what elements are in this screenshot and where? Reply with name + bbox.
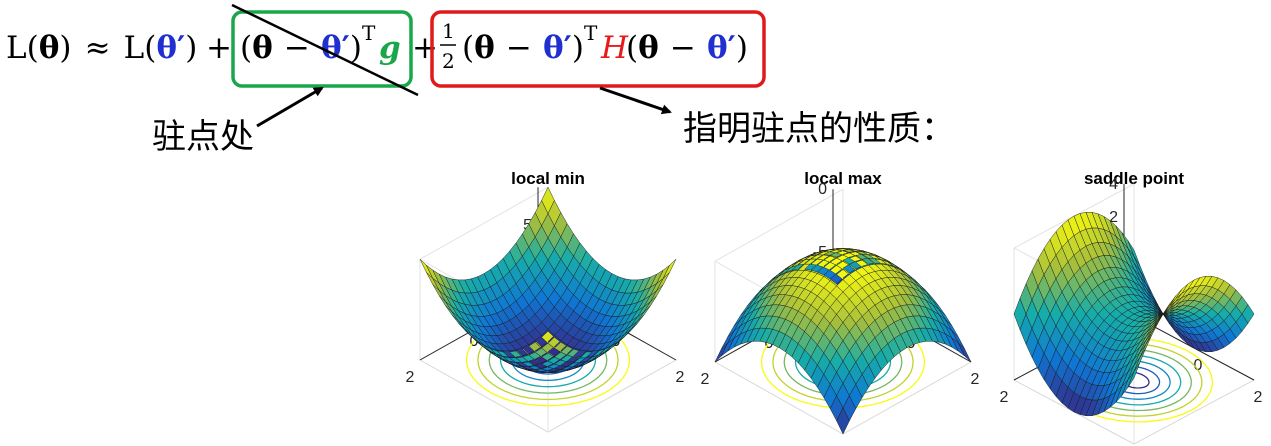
x-tick-label: 2	[676, 369, 685, 386]
grid-line	[714, 188, 844, 262]
gradient-g: g	[379, 30, 401, 66]
surface-patch	[662, 259, 677, 279]
hessian-term-box	[430, 10, 766, 88]
z-tick-label: 0	[818, 181, 827, 198]
grid-line	[419, 186, 549, 260]
equation-line: L(θ) ≈ L(θ′)	[6, 30, 197, 66]
stationary-arrow	[256, 86, 324, 128]
surface-mesh	[419, 186, 677, 373]
z-tick-label: 4	[1109, 176, 1118, 193]
plus-sign-1: +	[206, 30, 232, 66]
half-denominator: 2	[442, 49, 455, 73]
y-tick-label: 2	[701, 371, 710, 388]
stationary-point-label: 驻点处	[152, 117, 254, 157]
transpose-1: T	[362, 21, 376, 45]
transpose-2: T	[584, 21, 598, 45]
nature-arrow	[599, 86, 672, 115]
plot-local-max: local max 0-5-202-202	[701, 169, 980, 435]
gradient-term-box	[231, 10, 413, 88]
surface-patch	[1241, 304, 1255, 324]
plot-title: saddle point	[1084, 169, 1184, 188]
x-tick-label: 2	[971, 371, 980, 388]
surface-patch	[957, 342, 972, 363]
hessian-H: H	[600, 30, 629, 66]
half-numerator: 1	[442, 19, 455, 43]
plot-title: local min	[511, 169, 585, 188]
stationary-nature-label: 指明驻点的性质：	[683, 109, 955, 149]
plot-title: local max	[804, 169, 882, 188]
taylor-equation: L(θ) ≈ L(θ′) + (θ − θ′) T g + 1 2 (θ − θ…	[6, 19, 748, 73]
x-tick-label: 0	[1194, 357, 1203, 374]
surface-mesh	[714, 248, 972, 435]
hessian-tail: (θ − θ′)	[626, 30, 748, 66]
surface-mesh	[1013, 211, 1255, 417]
gradient-term: (θ − θ′)	[240, 30, 362, 66]
plot-local-min: local min 05-202-202	[406, 169, 685, 433]
hessian-term: (θ − θ′)	[462, 30, 584, 66]
x-tick-label: 2	[1254, 389, 1263, 406]
plus-sign-2: +	[412, 30, 438, 66]
plot-saddle-point: saddle point 420-2-4-202-202	[1000, 169, 1263, 445]
z-tick-label: 2	[1109, 209, 1118, 226]
y-tick-label: 2	[1000, 389, 1009, 406]
strike-through-line	[231, 3, 419, 97]
y-tick-label: 2	[406, 369, 415, 386]
